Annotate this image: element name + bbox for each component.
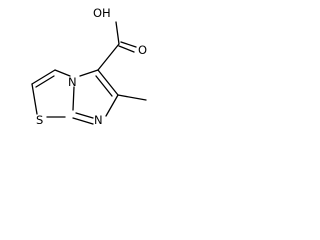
atom-label-oh: OH	[93, 6, 111, 20]
bond-c3-n4	[54, 69, 71, 77]
chemical-structure: OH O N N S	[31, 6, 147, 127]
bond-c6-c5-inner	[95, 75, 113, 97]
bond-carbonyl-inner	[118, 45, 135, 53]
bond-c6-methyl	[117, 94, 147, 101]
bond-carbonyl-outer	[120, 41, 137, 48]
bond-c6-c5	[97, 69, 119, 96]
bond-c2-s	[31, 83, 38, 115]
carboxylic-acid-group	[97, 21, 137, 71]
atom-label-s: S	[36, 113, 43, 127]
bond-carboxyl-oh	[115, 21, 120, 45]
bond-c5-n4	[79, 69, 99, 77]
atom-label-n-bridge: N	[68, 75, 77, 89]
bond-c7a-n7	[72, 117, 94, 125]
bond-n7-c6	[105, 94, 119, 117]
bond-c3-c2-inner	[35, 75, 55, 88]
atom-label-o: O	[138, 43, 147, 57]
bond-c5-carboxyl	[97, 43, 120, 71]
bond-c3-c2	[31, 69, 56, 85]
imidazole-ring	[72, 69, 119, 125]
methyl-group	[117, 94, 147, 101]
bond-c7a-n7-inner	[75, 112, 94, 119]
atom-label-n-ring: N	[94, 113, 103, 127]
thiazole-ring	[31, 69, 75, 118]
bond-n4-c7a	[72, 86, 75, 111]
